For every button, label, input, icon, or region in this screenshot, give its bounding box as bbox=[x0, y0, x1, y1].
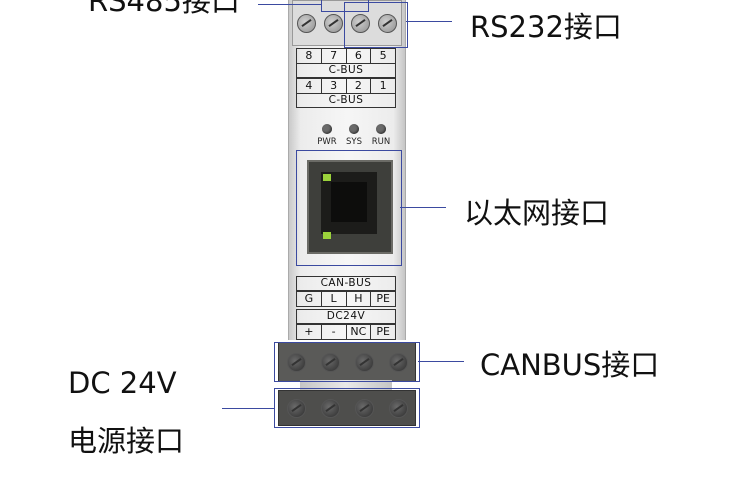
led-indicator bbox=[376, 124, 386, 134]
canbus-highlight-box bbox=[274, 342, 420, 382]
rs232-callout-line bbox=[406, 21, 452, 22]
terminal-screw bbox=[286, 352, 306, 372]
pin-label: - bbox=[321, 324, 347, 340]
ethernet-highlight-box bbox=[296, 150, 402, 266]
terminal-screw bbox=[388, 398, 408, 418]
pin-label: 1 bbox=[371, 78, 396, 94]
power-callout-line2: 电源接口 bbox=[68, 424, 185, 458]
terminal-screw bbox=[324, 13, 343, 33]
led-label: PWR bbox=[317, 137, 337, 147]
rs485-highlight-box bbox=[321, 0, 369, 12]
ethernet-port bbox=[307, 160, 393, 254]
pin-label: H bbox=[346, 291, 372, 307]
terminal-screw bbox=[320, 352, 340, 372]
top-pin-row-1: 8 7 6 5 bbox=[296, 48, 396, 64]
led-indicator bbox=[349, 124, 359, 134]
pin-label: 8 bbox=[296, 48, 322, 64]
canbus-terminal-block bbox=[278, 342, 416, 382]
pin-label: G bbox=[296, 291, 322, 307]
power-label: DC24V bbox=[296, 309, 396, 324]
top-pin-row-2: 4 3 2 1 bbox=[296, 78, 396, 94]
pin-label: 5 bbox=[371, 48, 396, 64]
terminal-screw bbox=[354, 398, 374, 418]
pin-label: 2 bbox=[346, 78, 372, 94]
pin-label: 4 bbox=[296, 78, 322, 94]
port-led-icon bbox=[323, 174, 331, 181]
terminal-screw bbox=[378, 13, 397, 33]
top-pin-label-panel: 8 7 6 5 C-BUS 4 3 2 1 C-BUS bbox=[296, 48, 396, 108]
terminal-screw bbox=[351, 13, 370, 33]
pin-label: PE bbox=[371, 324, 396, 340]
terminal-screw bbox=[297, 13, 316, 33]
pin-label: NC bbox=[346, 324, 372, 340]
terminal-screw bbox=[354, 352, 374, 372]
pin-label: + bbox=[296, 324, 322, 340]
can-pin-row: G L H PE bbox=[296, 291, 396, 307]
led-label: SYS bbox=[346, 137, 362, 147]
led-indicator bbox=[322, 124, 332, 134]
pin-label: 7 bbox=[321, 48, 347, 64]
bus-label: C-BUS bbox=[296, 94, 396, 108]
pin-label: PE bbox=[371, 291, 396, 307]
top-terminal-block bbox=[292, 0, 402, 46]
pin-label: 6 bbox=[346, 48, 372, 64]
rail-clip bbox=[300, 380, 392, 390]
pin-label: 3 bbox=[321, 78, 347, 94]
terminal-screw bbox=[286, 398, 306, 418]
power-callout-line1: DC 24V bbox=[68, 366, 177, 400]
led-run: RUN bbox=[368, 124, 394, 147]
terminal-screw bbox=[388, 352, 408, 372]
power-terminal-block bbox=[278, 390, 416, 426]
terminal-screw bbox=[320, 398, 340, 418]
status-leds: PWR SYS RUN bbox=[314, 124, 394, 147]
pin-label: L bbox=[321, 291, 347, 307]
rs485-callout: RS485接口 bbox=[88, 0, 240, 18]
power-pin-row: + - NC PE bbox=[296, 324, 396, 340]
canbus-callout: CANBUS接口 bbox=[480, 348, 660, 382]
led-sys: SYS bbox=[341, 124, 367, 147]
power-highlight-box bbox=[274, 388, 420, 428]
rs232-callout: RS232接口 bbox=[470, 10, 622, 44]
ethernet-callout: 以太网接口 bbox=[464, 196, 610, 230]
bus-label: C-BUS bbox=[296, 64, 396, 78]
led-pwr: PWR bbox=[314, 124, 340, 147]
port-led-icon bbox=[323, 232, 331, 239]
ethernet-port-slot bbox=[331, 182, 367, 222]
rs232-highlight-box bbox=[344, 2, 408, 48]
bottom-pin-label-panel: CAN-BUS G L H PE DC24V + - NC PE bbox=[296, 276, 396, 340]
ethernet-callout-line bbox=[400, 207, 446, 208]
canbus-callout-line bbox=[418, 361, 464, 362]
led-label: RUN bbox=[371, 137, 391, 147]
power-callout-line bbox=[222, 408, 274, 409]
can-bus-label: CAN-BUS bbox=[296, 276, 396, 291]
rs485-callout-line bbox=[258, 4, 322, 5]
